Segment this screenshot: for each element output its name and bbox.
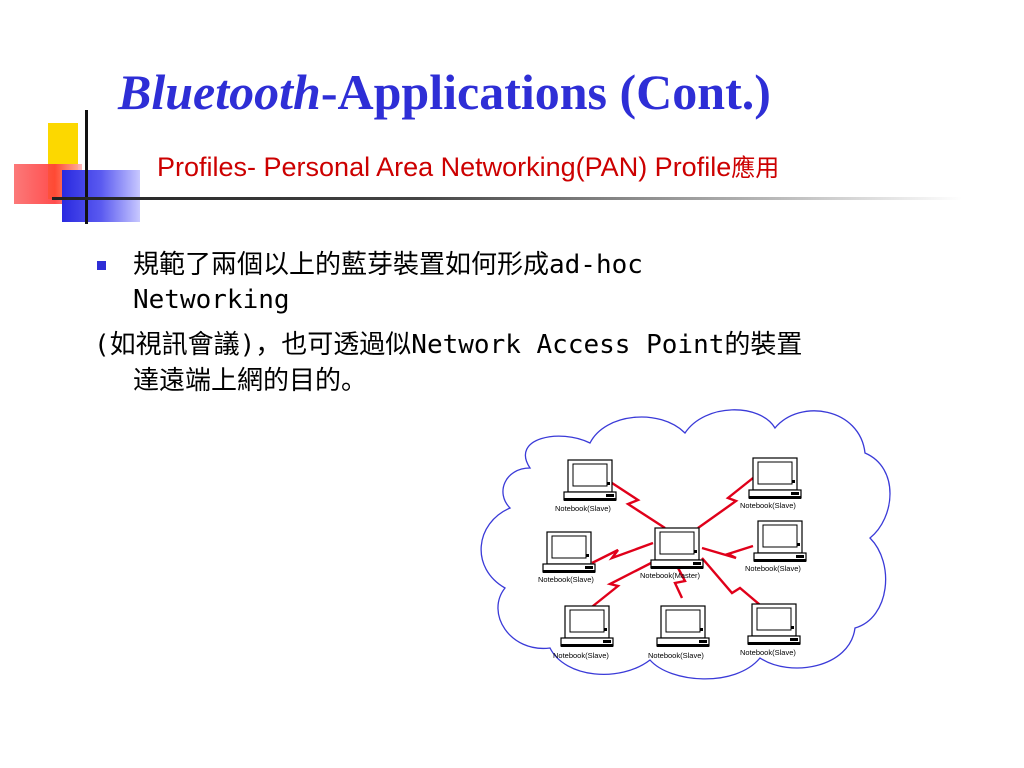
slave-label: Notebook(Slave) — [555, 504, 611, 513]
slave-label: Notebook(Slave) — [538, 575, 594, 584]
notebook-slave-icon — [748, 457, 802, 500]
slave-label: Notebook(Slave) — [648, 651, 704, 660]
bullet-line-2: Networking — [133, 285, 290, 315]
link-bolt-top-left — [611, 481, 666, 530]
slide-subtitle: Profiles- Personal Area Networking(PAN) … — [157, 148, 779, 183]
cloud-shape — [480, 409, 891, 680]
bullet-marker — [97, 261, 106, 270]
notebook-slave-icon — [563, 459, 617, 502]
link-bolt-mid-right — [701, 544, 754, 560]
slave-label: Notebook(Slave) — [740, 648, 796, 657]
pan-network-diagram: Notebook(Slave) Notebook(Slave) Notebook… — [480, 409, 891, 680]
slave-label: Notebook(Slave) — [553, 651, 609, 660]
slide-title: Bluetooth-Applications (Cont.) — [118, 62, 771, 122]
notebook-master-icon — [650, 527, 704, 570]
decor-vertical-line — [85, 110, 88, 224]
master-label: Notebook(Master) — [640, 571, 701, 580]
bullet-line-1: 規範了兩個以上的藍芽裝置如何形成ad-hoc — [133, 250, 643, 280]
decor-horizontal-line — [52, 197, 962, 200]
paragraph-line-1: (如視訊會議)，也可透過似Network Access Point的裝置 — [94, 330, 803, 360]
link-bolt-bottom-left — [587, 559, 656, 611]
link-bolt-bottom-right — [701, 557, 767, 611]
decor-blue-square — [62, 170, 140, 222]
link-bolt-mid-left — [591, 541, 654, 565]
subtitle-cjk: 應用 — [731, 154, 780, 182]
link-bolt-bottom-center — [673, 565, 687, 599]
subtitle-latin: Profiles- Personal Area Networking(PAN) … — [157, 152, 732, 182]
slave-label: Notebook(Slave) — [740, 501, 796, 510]
notebook-slave-icon — [542, 531, 596, 574]
notebook-slave-icon — [560, 605, 614, 648]
notebook-slave-icon — [656, 605, 710, 648]
paragraph-line-2: 達遠端上網的目的。 — [133, 366, 368, 396]
notebook-slave-icon — [753, 520, 807, 563]
notebook-slave-icon — [747, 603, 801, 646]
slave-label: Notebook(Slave) — [745, 564, 801, 573]
link-bolt-top-right — [697, 477, 754, 529]
slide-title-italic: Bluetooth — [118, 64, 321, 120]
slide-title-rest: -Applications (Cont.) — [320, 64, 771, 120]
